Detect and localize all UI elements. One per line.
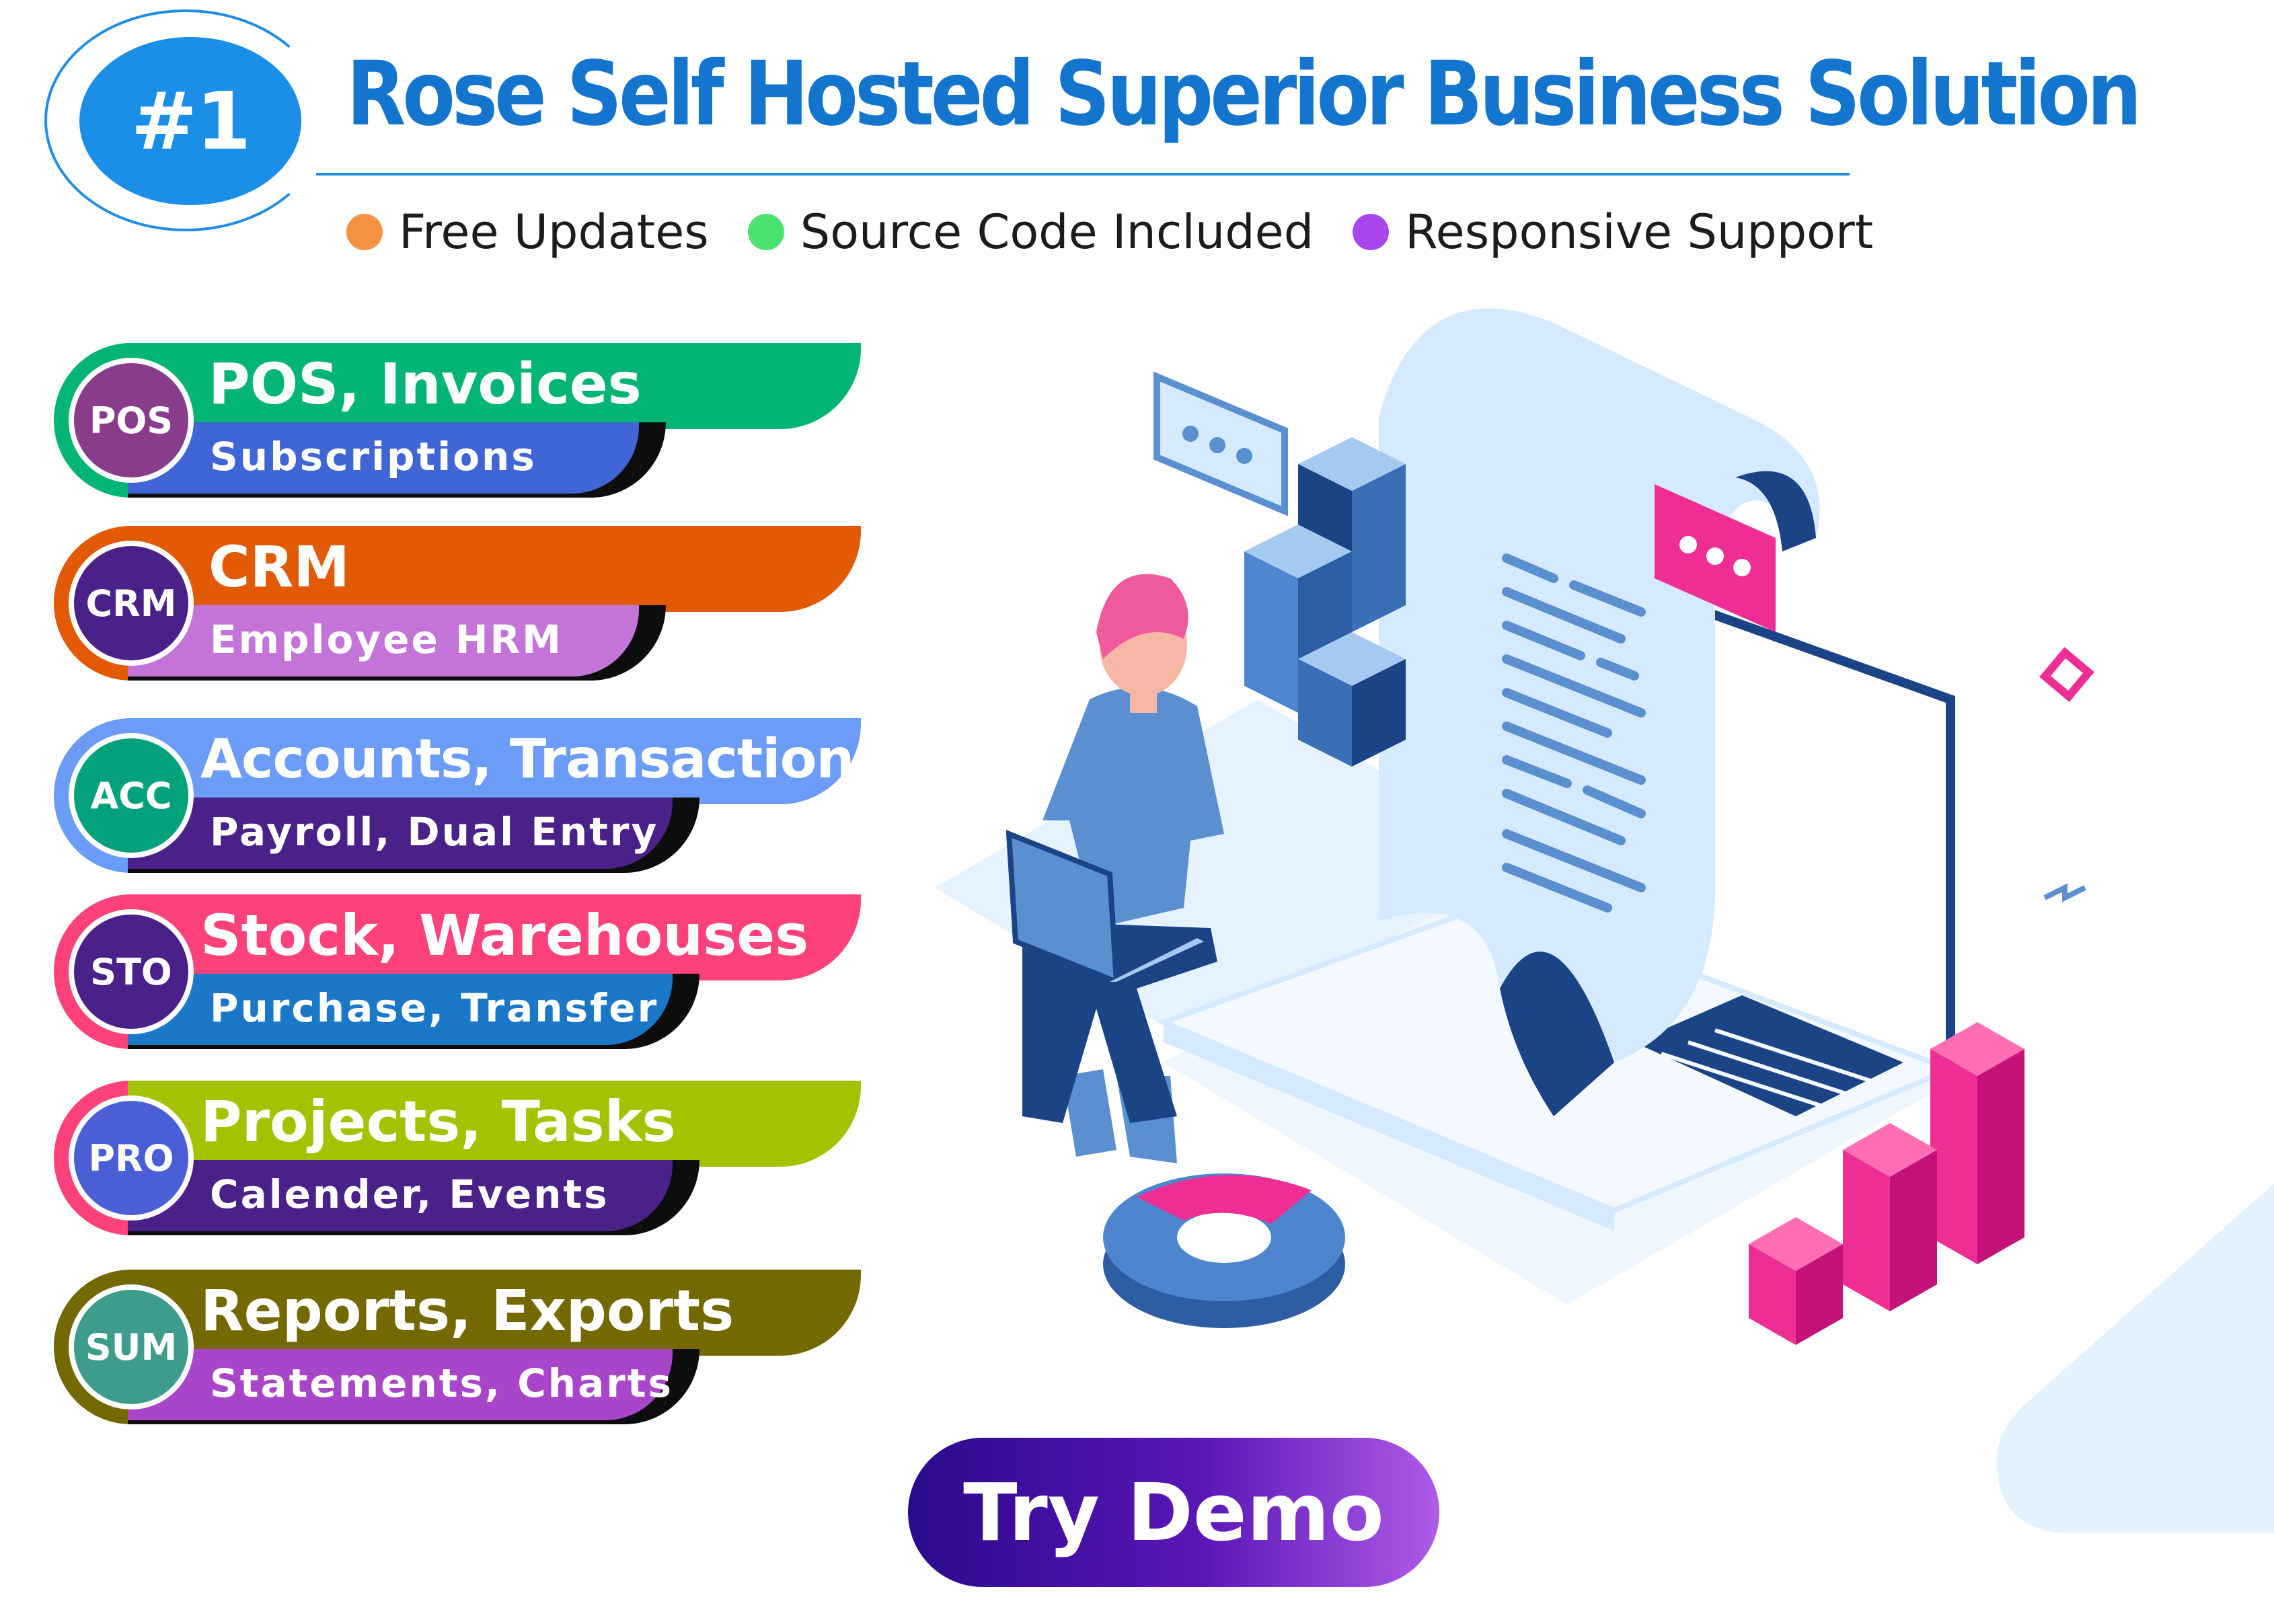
diamond-decoration-icon: [2039, 647, 2094, 702]
feature-source-code: Source Code Included: [747, 204, 1314, 260]
module-code-badge: ACC: [69, 733, 194, 858]
module-subtitle: Payroll, Dual Entry: [210, 809, 659, 855]
try-demo-button[interactable]: Try Demo: [908, 1438, 1439, 1587]
module-title-bar: [128, 526, 861, 612]
module-code-badge: POS: [69, 358, 194, 483]
donut-chart-icon: [1103, 1173, 1345, 1328]
module-code-badge: STO: [69, 909, 194, 1034]
orange-dot-icon: [346, 214, 383, 250]
module-subtitle-bar: [128, 974, 673, 1045]
module-subtitle: Purchase, Transfer: [210, 985, 659, 1031]
feature-free-updates: Free Updates: [346, 204, 709, 260]
module-subtitle: Employee HRM: [210, 617, 563, 662]
small-laptop-base: [1110, 938, 1204, 982]
page-title: Rose Self Hosted Superior Business Solut…: [346, 42, 2142, 146]
module-title: CRM: [209, 534, 350, 600]
stacked-cubes: [1244, 437, 1406, 767]
laptop-edge: [1164, 1022, 1614, 1231]
receipt-fold: [1500, 952, 1614, 1116]
module-title-bar: [128, 1270, 861, 1356]
module-subtitle-bar: [128, 422, 639, 494]
keyboard: [1634, 995, 1903, 1116]
module-title-bar: [128, 894, 861, 980]
module-projects: PRO Projects, Tasks Calender, Events: [54, 1081, 861, 1235]
receipt-paper: [1379, 308, 1820, 1063]
module-code-badge: CRM: [69, 541, 194, 666]
module-stock: STO Stock, Warehouses Purchase, Transfer: [54, 894, 861, 1049]
feature-list: Free Updates Source Code Included Respon…: [346, 202, 1912, 262]
purple-dot-icon: [1353, 214, 1390, 250]
module-subtitle-bar: [128, 1349, 673, 1420]
receipt-lines: [1502, 553, 1646, 913]
module-title: POS, Invoices: [209, 351, 642, 417]
keyboard-keys: [1661, 1028, 1877, 1108]
module-reports: SUM Reports, Exports Statements, Charts: [54, 1270, 861, 1424]
module-subtitle: Statements, Charts: [210, 1360, 674, 1406]
module-subtitle: Subscriptions: [210, 434, 537, 479]
module-subtitle-bar: [128, 605, 639, 676]
module-title: Reports, Exports: [200, 1278, 734, 1344]
module-crm: CRM CRM Employee HRM: [54, 526, 861, 681]
module-title-bar: [128, 343, 861, 429]
person-with-laptop-and-receipt-illustration: [935, 308, 2094, 1345]
module-subtitle-bar: [128, 798, 673, 869]
module-title-bar: [128, 718, 861, 804]
feature-label: Responsive Support: [1405, 204, 1874, 260]
module-title-bar: [128, 1081, 861, 1167]
title-underline: [316, 173, 1850, 176]
pink-chat-dots: [1679, 536, 1751, 576]
person-figure: [1022, 574, 1224, 1163]
feature-support: Responsive Support: [1353, 204, 1873, 260]
green-dot-icon: [747, 214, 784, 250]
badge-ring: [44, 9, 327, 231]
module-code-badge: SUM: [69, 1284, 194, 1409]
feature-label: Source Code Included: [800, 204, 1314, 260]
module-title: Stock, Warehouses: [200, 902, 809, 968]
zigzag-decoration-icon: [2043, 883, 2086, 902]
rank-badge: #1: [79, 37, 301, 205]
module-code-badge: PRO: [69, 1095, 194, 1221]
module-pos: POS POS, Invoices Subscriptions: [54, 343, 861, 498]
module-subtitle-bar: [128, 1160, 673, 1231]
module-subtitle: Calender, Events: [210, 1171, 609, 1217]
pink-bar-cubes: [1749, 1022, 2024, 1345]
corner-background-shape: [1996, 1184, 2274, 1533]
module-title: Accounts, Transactions: [200, 728, 886, 790]
feature-label: Free Updates: [399, 204, 709, 260]
module-title: Projects, Tasks: [200, 1089, 676, 1155]
module-accounts: ACC Accounts, Transactions Payroll, Dual…: [54, 718, 886, 873]
receipt-curl: [1735, 471, 1816, 551]
chat-dots: [1182, 426, 1252, 464]
